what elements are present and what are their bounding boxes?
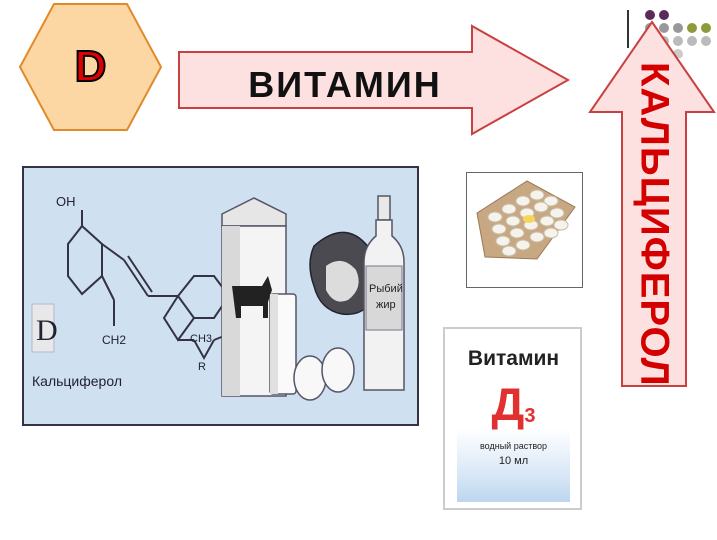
bottle-label-1: Рыбий (369, 283, 403, 295)
formula-oh: OH (56, 194, 76, 209)
arrow-right-label: ВИТАМИН (248, 64, 442, 105)
arrow-up-label: КАЛЬЦИФЕРОЛ (624, 61, 684, 387)
letter-tag (31, 303, 55, 353)
package-letter: Д (491, 378, 525, 430)
formula-skeleton (67, 210, 231, 361)
package-volume: 10 мл (498, 455, 529, 467)
formula-ch2: CH2 (102, 333, 126, 347)
egg-tray-image (466, 172, 583, 288)
formula-ch3: CH3 (190, 333, 212, 345)
formula-r: R (198, 361, 206, 373)
panel-eggs (293, 347, 355, 401)
package-subscript: 3 (524, 405, 536, 427)
hexagon-shape (18, 3, 163, 131)
milk-glass (269, 293, 297, 395)
arrow-right-shape (178, 24, 570, 136)
accent-line (627, 10, 629, 48)
arrow-up-text: КАЛЬЦИФЕРОЛ (632, 61, 677, 387)
fish-oil-bottle: Рыбий жир (363, 195, 405, 391)
package-face: Витамин Д3 водный раствор 10 мл (457, 339, 570, 502)
bottle-label-2: жир (376, 299, 396, 311)
package-big-letter: Д3 (457, 377, 570, 431)
arrow-up-shape (588, 20, 716, 387)
package-solution: водный раствор (479, 441, 548, 451)
vitamin-d3-package: Витамин Д3 водный раствор 10 мл (443, 327, 582, 510)
meat (309, 231, 379, 316)
formula-name: Кальциферол (32, 373, 122, 389)
vitamin-d-illustration: OH CH2 CH3 R D Кальциферол (22, 166, 419, 426)
formula-letter-d: D (36, 314, 58, 347)
hexagon-letter: D (74, 41, 108, 92)
package-title: Витамин (467, 347, 560, 370)
illustration-drawing: OH CH2 CH3 R D Кальциферол (31, 194, 405, 401)
